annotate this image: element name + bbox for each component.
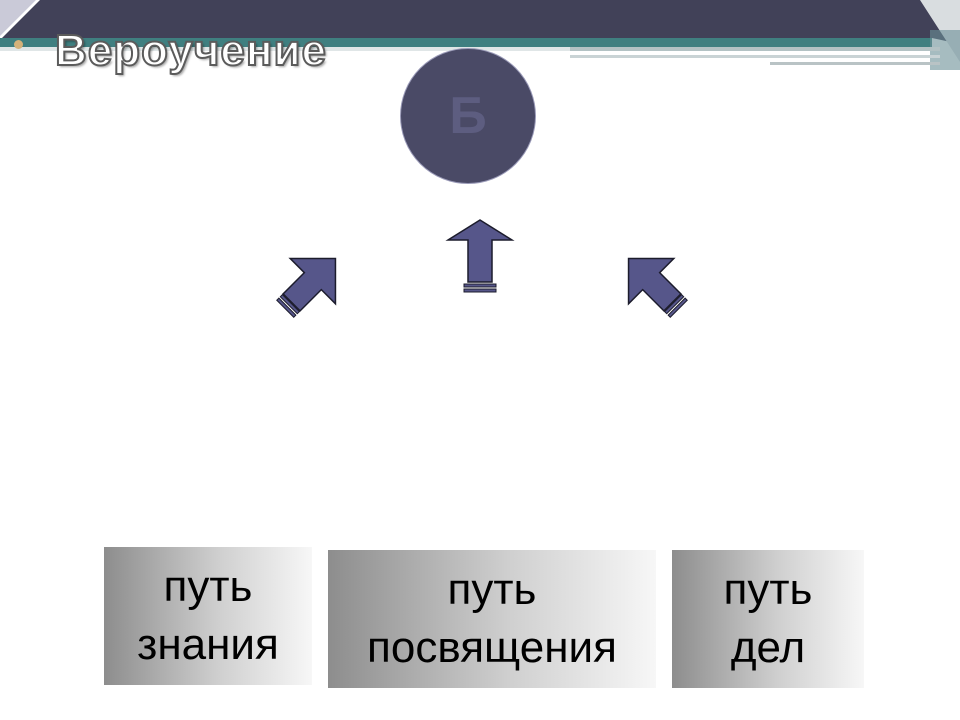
path-box-initiation: путь посвящения: [328, 550, 656, 688]
arrow-up-right-icon: [276, 257, 337, 318]
path-box-deeds: путь дел: [672, 550, 864, 688]
path-label-line1: путь: [723, 565, 813, 614]
arrow-up-icon: [445, 219, 515, 293]
path-label-line2: знания: [137, 620, 279, 669]
path-label-line1: путь: [163, 562, 253, 611]
title-bullet-dot: [14, 40, 23, 49]
path-label-line1: путь: [447, 565, 537, 614]
arrow-up-left-icon: [627, 257, 688, 318]
path-label-line2: посвящения: [367, 623, 617, 672]
header-band: [0, 0, 960, 70]
center-circle: Б: [400, 48, 536, 184]
path-label-line2: дел: [730, 623, 806, 672]
path-box-knowledge: путь знания: [104, 547, 312, 685]
circle-letter: Б: [449, 87, 487, 145]
slide-title: Вероучение: [54, 25, 328, 76]
